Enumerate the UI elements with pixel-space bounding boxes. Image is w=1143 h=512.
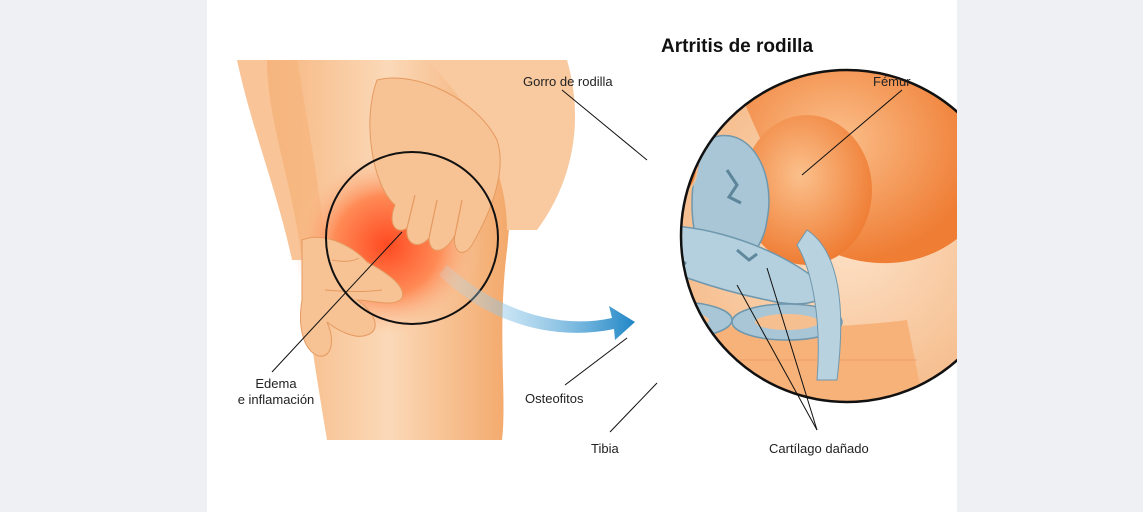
magnified-joint (679, 68, 957, 404)
label-femur: Fémur (873, 74, 911, 89)
label-kneecap: Gorro de rodilla (523, 74, 613, 89)
knee-illustration (237, 60, 957, 440)
label-tibia: Tibia (591, 441, 619, 456)
diagram-title: Artritis de rodilla (661, 36, 814, 57)
diagram-canvas: Artritis de rodilla Gorro de rodilla Fém… (207, 0, 957, 512)
label-swelling-line1: Edema (255, 376, 297, 391)
knee-highlight-circle (325, 151, 499, 325)
leg-figure (237, 60, 576, 440)
hand-left (300, 236, 404, 357)
label-osteophytes: Osteofitos (525, 391, 584, 406)
zoom-arrow (439, 265, 635, 340)
label-swelling-line2: e inflamación (237, 392, 315, 407)
hand-top (369, 77, 501, 253)
leader-lines (271, 89, 903, 433)
label-cartilage: Cartílago dañado (769, 441, 869, 456)
